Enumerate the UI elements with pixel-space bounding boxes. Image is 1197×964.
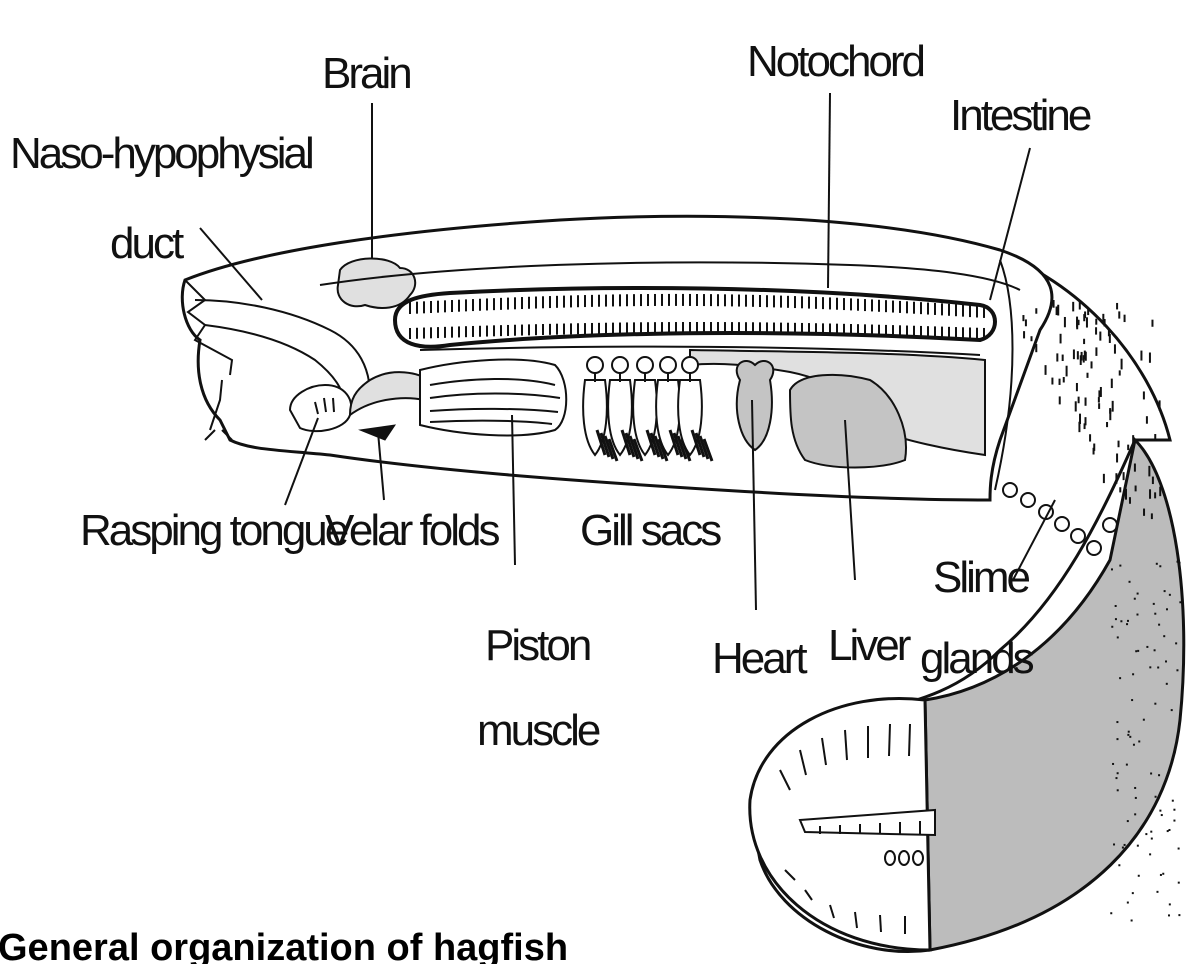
label-liver: Liver <box>828 621 911 670</box>
label-heart: Heart <box>712 634 807 683</box>
label-slime-line2: glands <box>920 634 1034 683</box>
label-gill-sacs: Gill sacs <box>580 506 721 555</box>
tail-shaded-region <box>925 440 1184 950</box>
label-slime-line1: Slime <box>933 553 1030 602</box>
label-rasping-tongue: Rasping tongue <box>80 506 348 555</box>
label-piston-line2: muscle <box>477 706 600 755</box>
label-naso-hypophysial-line1: Naso-hypophysial <box>10 129 312 178</box>
figure-caption: General organization of hagfish <box>0 927 568 964</box>
label-velar-folds: Velar folds <box>325 506 499 555</box>
label-notochord: Notochord <box>747 37 924 86</box>
label-brain: Brain <box>322 49 410 98</box>
label-naso-hypophysial-line2: duct <box>110 219 184 268</box>
label-intestine: Intestine <box>950 91 1091 140</box>
label-piston-line1: Piston <box>485 621 590 670</box>
slime-gland-pores <box>1003 483 1117 555</box>
